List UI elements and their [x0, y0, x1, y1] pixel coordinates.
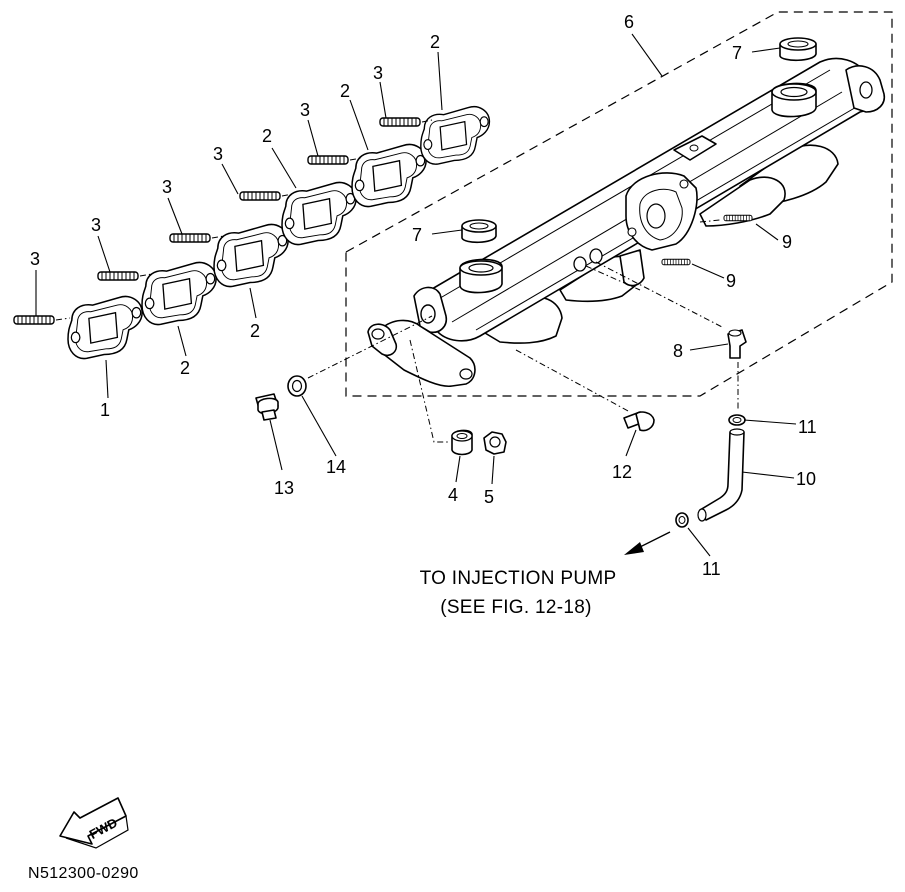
callout-11-b: 11	[702, 559, 721, 579]
callout-2-c: 2	[430, 32, 440, 52]
assembly-boundary	[345, 11, 893, 397]
plug-part-13	[255, 393, 279, 421]
callout-8: 8	[673, 341, 683, 361]
gasket-part-2-a	[141, 261, 217, 326]
note-line-1: TO INJECTION PUMP	[420, 568, 617, 589]
callout-7-b: 7	[412, 225, 422, 245]
stud-part-3-f	[379, 117, 421, 127]
gasket-part-2-d	[351, 143, 427, 208]
callout-3-b: 3	[91, 215, 101, 235]
callout-5: 5	[484, 487, 494, 507]
stud-part-3-c	[169, 233, 211, 243]
seal-top	[779, 37, 817, 62]
callout-3-d: 3	[213, 144, 223, 164]
fwd-arrow-icon: FWD	[59, 797, 129, 849]
callout-2-e: 2	[250, 321, 260, 341]
callout-14: 14	[326, 457, 346, 477]
hose-part-10	[699, 431, 745, 521]
callout-10: 10	[796, 469, 816, 489]
leader-lines	[35, 33, 797, 557]
callout-2-d: 2	[180, 358, 190, 378]
callout-12: 12	[612, 462, 632, 482]
gasket-part-2-c	[281, 181, 357, 246]
callout-3-e: 3	[300, 100, 310, 120]
callout-2-b: 2	[340, 81, 350, 101]
nut-part-5	[483, 431, 507, 455]
callout-3-a: 3	[30, 249, 40, 269]
stud-part-3-b	[97, 271, 139, 281]
fitting-part-8	[727, 329, 747, 359]
clip-part-11-upper	[728, 414, 746, 426]
callout-9-a: 9	[782, 232, 792, 252]
callout-1: 1	[100, 400, 110, 420]
gasket-part-2-b	[213, 223, 289, 288]
callout-6: 6	[624, 12, 634, 32]
callout-13: 13	[274, 478, 294, 498]
flow-arrow	[624, 531, 671, 555]
gasket-part-2-e	[420, 105, 491, 165]
stud-part-3-e	[307, 155, 349, 165]
callout-9-b: 9	[726, 271, 736, 291]
gasket-part-1	[67, 295, 143, 360]
stud-part-9-a	[723, 214, 753, 222]
cap-part-4	[451, 429, 473, 456]
callout-3-f: 3	[373, 63, 383, 83]
callout-11-a: 11	[798, 417, 817, 437]
figure-code: N512300-0290	[28, 865, 139, 882]
clip-part-11-lower	[675, 512, 689, 528]
callout-7-a: 7	[732, 43, 742, 63]
stud-part-3-a	[13, 315, 55, 325]
bolt-part-12	[623, 411, 655, 432]
stud-part-9-b	[661, 258, 691, 266]
stud-part-3-d	[239, 191, 281, 201]
seal-front	[461, 219, 497, 244]
callout-4: 4	[448, 485, 458, 505]
manifold-body	[367, 57, 886, 388]
callout-3-c: 3	[162, 177, 172, 197]
callout-2-a: 2	[262, 126, 272, 146]
note-line-2: (SEE FIG. 12-18)	[440, 597, 592, 618]
